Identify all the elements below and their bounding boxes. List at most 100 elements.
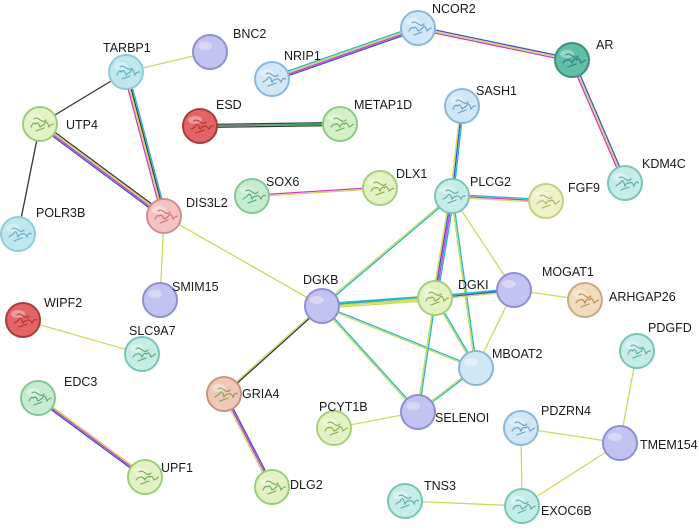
node-circle[interactable]: [602, 425, 638, 461]
node-pcyt1b[interactable]: [316, 410, 352, 446]
node-circle[interactable]: [528, 183, 564, 219]
node-metap1d[interactable]: [322, 106, 358, 142]
node-circle[interactable]: [142, 282, 178, 318]
node-circle[interactable]: [434, 178, 470, 214]
node-label-metap1d: METAP1D: [354, 98, 412, 112]
node-circle[interactable]: [496, 272, 532, 308]
node-bnc2[interactable]: [192, 34, 228, 70]
node-polr3b[interactable]: [0, 216, 36, 252]
node-arhgap26[interactable]: [567, 282, 603, 318]
edge-esd-metap1d: [199, 121, 341, 129]
node-circle[interactable]: [400, 394, 436, 430]
node-tns3[interactable]: [387, 483, 423, 519]
node-circle[interactable]: [619, 333, 655, 369]
node-esd[interactable]: [182, 108, 218, 144]
edge-plcg2-mogat1: [451, 195, 515, 291]
node-sox6[interactable]: [234, 178, 270, 214]
node-circle[interactable]: [182, 108, 218, 144]
node-exoc6b[interactable]: [504, 488, 540, 524]
node-circle[interactable]: [362, 170, 398, 206]
node-circle[interactable]: [444, 88, 480, 124]
node-circle[interactable]: [304, 288, 340, 324]
node-circle[interactable]: [554, 42, 590, 78]
edge-tarbp1-dis3l2: [123, 71, 167, 217]
node-circle[interactable]: [387, 483, 423, 519]
edge-strand: [322, 196, 453, 308]
protein-structure-icon: [262, 72, 287, 87]
node-label-dis3l2: DIS3L2: [186, 196, 228, 210]
node-ncor2[interactable]: [400, 10, 436, 46]
node-pdgfd[interactable]: [619, 333, 655, 369]
node-wipf2[interactable]: [5, 302, 41, 338]
node-circle[interactable]: [503, 410, 539, 446]
node-circle[interactable]: [504, 488, 540, 524]
edge-strand: [404, 500, 523, 507]
node-kdm4c[interactable]: [607, 165, 643, 201]
protein-structure-icon: [627, 344, 652, 359]
node-label-dlg2: DLG2: [290, 478, 323, 492]
node-circle[interactable]: [417, 280, 453, 316]
node-circle[interactable]: [607, 165, 643, 201]
node-mogat1[interactable]: [496, 272, 532, 308]
node-circle[interactable]: [108, 54, 144, 90]
edge-edc3-upf1: [36, 396, 147, 479]
node-dlx1[interactable]: [362, 170, 398, 206]
node-circle[interactable]: [124, 336, 160, 372]
node-circle[interactable]: [458, 350, 494, 386]
node-circle[interactable]: [5, 302, 41, 338]
node-circle[interactable]: [234, 178, 270, 214]
node-label-wipf2: WIPF2: [44, 296, 82, 310]
node-smim15[interactable]: [142, 282, 178, 318]
protein-structure-icon: [154, 209, 179, 224]
protein-structure-icon: [562, 53, 587, 68]
node-circle[interactable]: [192, 34, 228, 70]
node-circle[interactable]: [322, 106, 358, 142]
node-highlight: [406, 402, 420, 410]
node-circle[interactable]: [567, 282, 603, 318]
node-fgf9[interactable]: [528, 183, 564, 219]
node-circle[interactable]: [146, 198, 182, 234]
edge-strand: [36, 398, 145, 479]
node-label-sash1: SASH1: [476, 84, 517, 98]
node-selenoi[interactable]: [400, 394, 436, 430]
edge-strand: [417, 27, 573, 61]
node-circle[interactable]: [316, 410, 352, 446]
node-mboat2[interactable]: [458, 350, 494, 386]
node-tarbp1[interactable]: [108, 54, 144, 90]
node-circle[interactable]: [0, 216, 36, 252]
protein-structure-icon: [30, 117, 55, 132]
node-nrip1[interactable]: [254, 61, 290, 97]
node-dis3l2[interactable]: [146, 198, 182, 234]
node-gria4[interactable]: [206, 376, 242, 412]
node-sash1[interactable]: [444, 88, 480, 124]
node-circle[interactable]: [400, 10, 436, 46]
edge-utp4-polr3b: [17, 123, 41, 235]
node-circle[interactable]: [22, 106, 58, 142]
edge-strand: [40, 122, 165, 216]
node-ar[interactable]: [554, 42, 590, 78]
node-circle[interactable]: [254, 61, 290, 97]
node-dgki[interactable]: [417, 280, 453, 316]
node-plcg2[interactable]: [434, 178, 470, 214]
node-label-mboat2: MBOAT2: [492, 347, 543, 361]
node-circle[interactable]: [206, 376, 242, 412]
protein-structure-icon: [324, 421, 349, 436]
node-tmem154[interactable]: [602, 425, 638, 461]
edge-strand: [321, 194, 452, 306]
node-dlg2[interactable]: [254, 469, 290, 505]
node-highlight: [148, 290, 162, 298]
edge-strand: [224, 306, 323, 396]
node-slc9a7[interactable]: [124, 336, 160, 372]
node-label-slc9a7: SLC9A7: [129, 324, 176, 338]
node-label-selenoi: SELENOI: [435, 411, 489, 425]
node-utp4[interactable]: [22, 106, 58, 142]
node-dgkb[interactable]: [304, 288, 340, 324]
node-edc3[interactable]: [20, 380, 56, 416]
node-pdzrn4[interactable]: [503, 410, 539, 446]
node-circle[interactable]: [20, 380, 56, 416]
node-circle[interactable]: [127, 459, 163, 495]
node-label-pcyt1b: PCYT1B: [319, 400, 368, 414]
node-circle[interactable]: [254, 469, 290, 505]
node-upf1[interactable]: [127, 459, 163, 495]
